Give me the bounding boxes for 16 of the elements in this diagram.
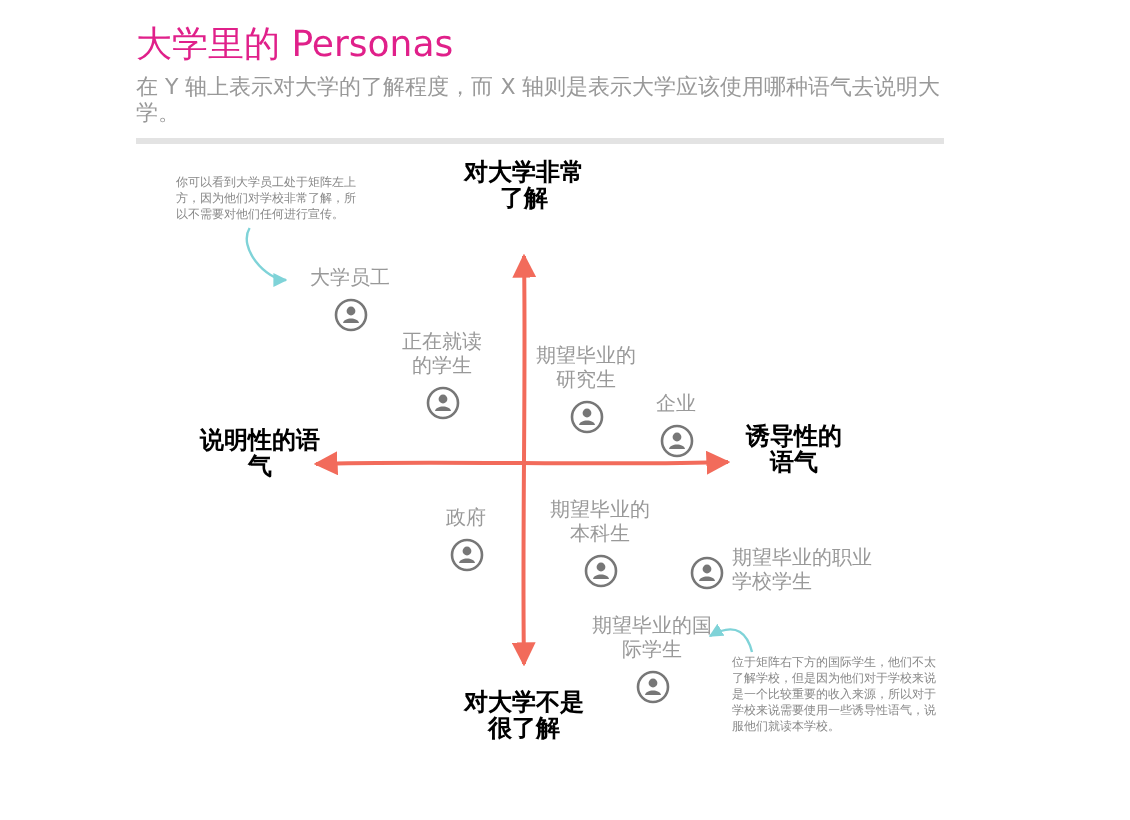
persona-label: 期望毕业的职业学校学生: [732, 548, 874, 596]
leader-arrow: [245, 227, 288, 286]
axis-label: 对大学非常了解: [461, 160, 586, 212]
title: 大学里的 Personas: [136, 22, 454, 68]
persona-label: 期望毕业的国际学生: [590, 616, 714, 664]
leader-arrow: [708, 624, 754, 653]
persona-label: 企业: [656, 394, 696, 418]
persona-label: 正在就读的学生: [400, 332, 484, 380]
persona-label: 期望毕业的本科生: [550, 500, 650, 548]
persona-label: 大学员工: [310, 268, 390, 292]
persona-label: 政府: [446, 508, 486, 532]
caption: 在 Y 轴上表示对大学的了解程度，而 X 轴则是表示大学应该使用哪种语气去说明大学。: [136, 74, 943, 126]
axis-label: 对大学不是很了解: [461, 690, 586, 742]
axis-label: 诱导性的语气: [744, 424, 844, 476]
axis-label: 说明性的语气: [200, 428, 320, 480]
persona-label: 期望毕业的研究生: [536, 346, 636, 394]
